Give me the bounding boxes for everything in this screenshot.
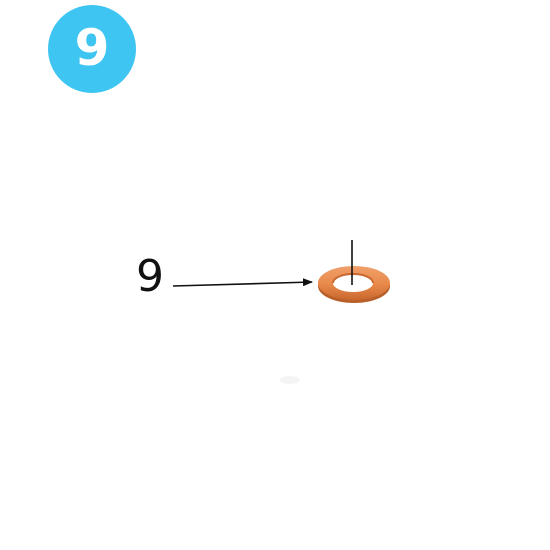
step-number-badge: 9 bbox=[48, 5, 136, 93]
washer bbox=[318, 266, 390, 303]
callout-arrow bbox=[172, 278, 313, 287]
faint-mark bbox=[280, 376, 300, 384]
step-number: 9 bbox=[74, 19, 110, 77]
part-callout-label: 9 bbox=[136, 251, 164, 302]
